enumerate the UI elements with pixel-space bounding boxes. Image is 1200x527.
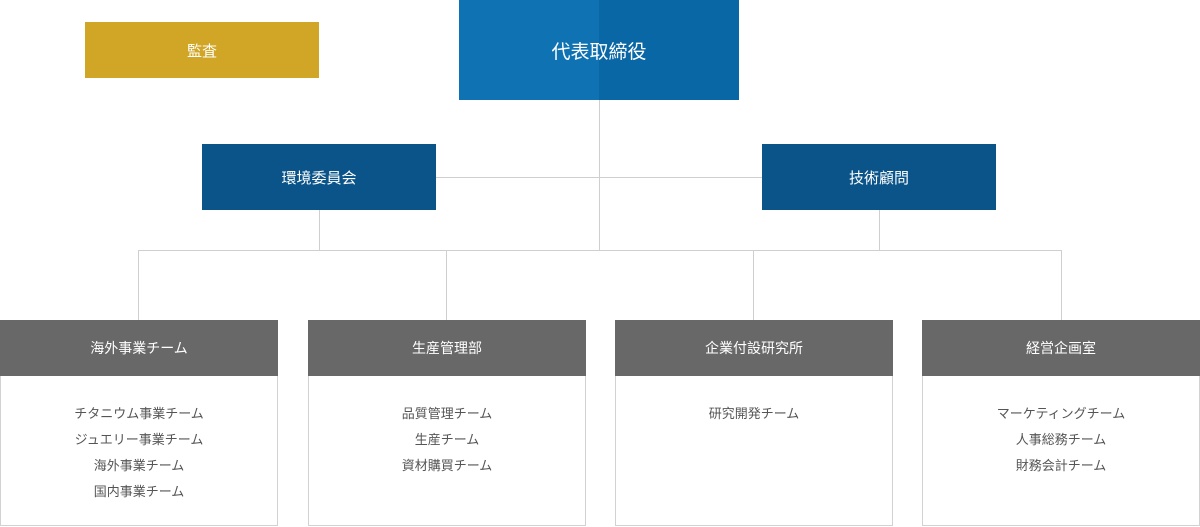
department-management-planning: 経営企画室 マーケティングチーム 人事総務チーム 財務会計チーム (922, 320, 1200, 527)
team-item: 人事総務チーム (1015, 433, 1107, 448)
environment-committee-box: 環境委員会 (202, 144, 436, 210)
team-item: マーケティングチーム (996, 407, 1126, 422)
department-name: 企業付設研究所 (705, 341, 803, 357)
department-team-list: 品質管理チーム 生産チーム 資材購買チーム (308, 376, 586, 526)
department-header: 生産管理部 (308, 320, 586, 376)
environment-committee-label: 環境委員会 (281, 168, 357, 187)
department-name: 生産管理部 (412, 341, 482, 357)
technical-advisor-label: 技術顧問 (848, 168, 909, 187)
ceo-box: 代表取締役 (459, 0, 739, 100)
team-item: チタニウム事業チーム (74, 407, 204, 422)
technical-advisor-box: 技術顧問 (762, 144, 996, 210)
department-overseas-business: 海外事業チーム チタニウム事業チーム ジュエリー事業チーム 海外事業チーム 国内… (0, 320, 278, 527)
team-item: ジュエリー事業チーム (74, 433, 204, 448)
audit-box: 監査 (85, 22, 319, 78)
team-item: 研究開発チーム (708, 407, 800, 422)
department-team-list: マーケティングチーム 人事総務チーム 財務会計チーム (922, 376, 1200, 526)
department-header: 海外事業チーム (0, 320, 278, 376)
team-item: 国内事業チーム (93, 485, 185, 500)
department-team-list: チタニウム事業チーム ジュエリー事業チーム 海外事業チーム 国内事業チーム (0, 376, 278, 526)
team-item: 資材購買チーム (401, 459, 493, 474)
department-production-management: 生産管理部 品質管理チーム 生産チーム 資材購買チーム (308, 320, 586, 527)
department-team-list: 研究開発チーム (615, 376, 893, 526)
audit-label: 監査 (186, 41, 217, 60)
team-item: 品質管理チーム (401, 407, 493, 422)
department-research-institute: 企業付設研究所 研究開発チーム (615, 320, 893, 527)
team-item: 財務会計チーム (1015, 459, 1107, 474)
department-header: 企業付設研究所 (615, 320, 893, 376)
department-header: 経営企画室 (922, 320, 1200, 376)
department-name: 海外事業チーム (90, 341, 188, 357)
ceo-label: 代表取締役 (551, 40, 647, 63)
department-name: 経営企画室 (1026, 341, 1096, 357)
team-item: 海外事業チーム (93, 459, 185, 474)
team-item: 生産チーム (414, 433, 480, 448)
